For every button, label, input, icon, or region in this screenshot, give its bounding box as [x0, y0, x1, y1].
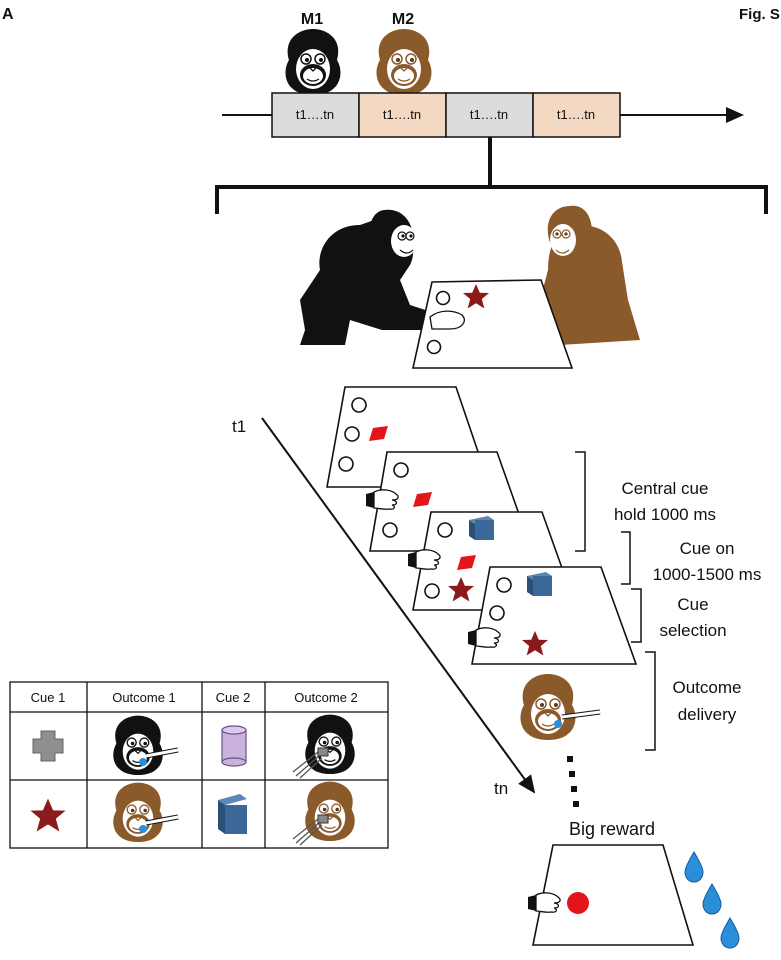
- phase-4-line-2: delivery: [678, 705, 737, 724]
- blue-cube-icon: [527, 572, 552, 596]
- trial-start-label: t1: [232, 417, 246, 436]
- cue-outcome-table: Cue 1 Outcome 1 Cue 2 Outcome 2: [9, 681, 389, 849]
- big-reward-target-icon: [567, 892, 589, 914]
- hand-icon: [365, 489, 399, 510]
- hand-icon: [467, 627, 501, 648]
- phase-1-line-1: Central cue: [622, 479, 709, 498]
- self-airpuff-icon: [292, 713, 356, 779]
- phase-brackets: [575, 451, 656, 751]
- big-reward-screen: [527, 844, 695, 946]
- big-reward-label: Big reward: [569, 819, 655, 839]
- phase-2-line-2: 1000-1500 ms: [653, 565, 762, 584]
- timeline-block-1-label: t1….tn: [296, 107, 334, 122]
- shared-touchscreen: [412, 279, 574, 369]
- grey-cross-icon: [32, 730, 64, 762]
- session-timeline: t1….tn t1….tn t1….tn t1….tn: [222, 92, 744, 138]
- figure-label: Fig. S: [739, 6, 780, 23]
- partner-reward-icon: [112, 781, 179, 843]
- blue-cube-icon: [218, 794, 247, 834]
- timeline-block-3-label: t1….tn: [470, 107, 508, 122]
- partner-airpuff-icon: [292, 780, 356, 846]
- table-header-cue2: Cue 2: [216, 690, 251, 705]
- timeline-block-2-label: t1….tn: [383, 107, 421, 122]
- screen-frame-4: [467, 566, 638, 665]
- table-header-outcome2: Outcome 2: [294, 690, 358, 705]
- outcome-delivery-icon: [519, 673, 601, 741]
- timeline-block-4: [532, 92, 621, 138]
- purple-cylinder-icon: [221, 725, 247, 767]
- phase-4-line-1: Outcome: [673, 678, 742, 697]
- zoom-bracket: [215, 137, 768, 214]
- m1-hand-icon: [429, 310, 465, 330]
- self-reward-icon: [112, 714, 179, 776]
- phase-1-line-2: hold 1000 ms: [614, 505, 716, 524]
- table-header-cue1: Cue 1: [31, 690, 66, 705]
- timeline-block-4-label: t1….tn: [557, 107, 595, 122]
- timeline-block-3: [445, 92, 534, 138]
- m2-label: M2: [392, 11, 414, 28]
- trial-time-arrow: [261, 417, 536, 794]
- m1-face-icon: [284, 28, 342, 96]
- timeline-block-2: [358, 92, 447, 138]
- m2-face-icon: [375, 28, 433, 96]
- phase-2-line-1: Cue on: [680, 539, 735, 558]
- phase-3-line-1: Cue: [677, 595, 708, 614]
- panel-letter: A: [2, 6, 14, 23]
- central-cue-icon: [369, 426, 388, 441]
- ellipsis-dots: [567, 756, 579, 807]
- trial-end-label: tn: [494, 779, 508, 798]
- hand-icon: [527, 892, 561, 913]
- m1-label: M1: [301, 11, 323, 28]
- m2-body: [535, 205, 640, 345]
- phase-3-line-2: selection: [659, 621, 726, 640]
- blue-cube-icon: [469, 516, 494, 540]
- hand-icon: [407, 549, 441, 570]
- table-header-outcome1: Outcome 1: [112, 690, 176, 705]
- water-drops-icon: [684, 851, 740, 949]
